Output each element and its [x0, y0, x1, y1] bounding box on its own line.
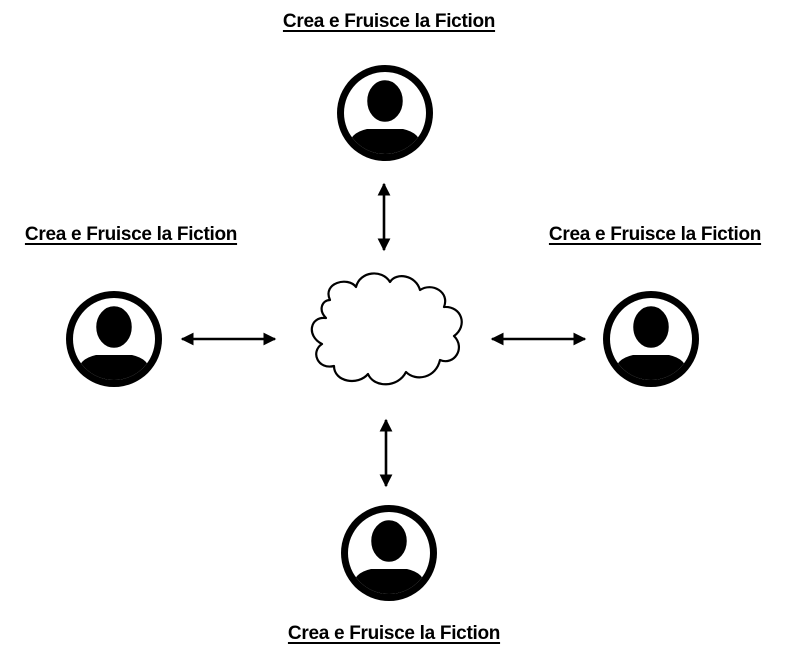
user-avatar-icon	[603, 291, 699, 387]
cloud-icon	[310, 272, 463, 386]
user-avatar-icon	[66, 291, 162, 387]
user-avatar-icon	[337, 65, 433, 161]
participant-label-bottom: Crea e Fruisce la Fiction	[287, 623, 501, 644]
participant-label-right: Crea e Fruisce la Fiction	[548, 224, 762, 245]
participant-label-top: Crea e Fruisce la Fiction	[282, 11, 496, 32]
user-avatar-icon	[341, 505, 437, 601]
participant-label-left: Crea e Fruisce la Fiction	[24, 224, 238, 245]
